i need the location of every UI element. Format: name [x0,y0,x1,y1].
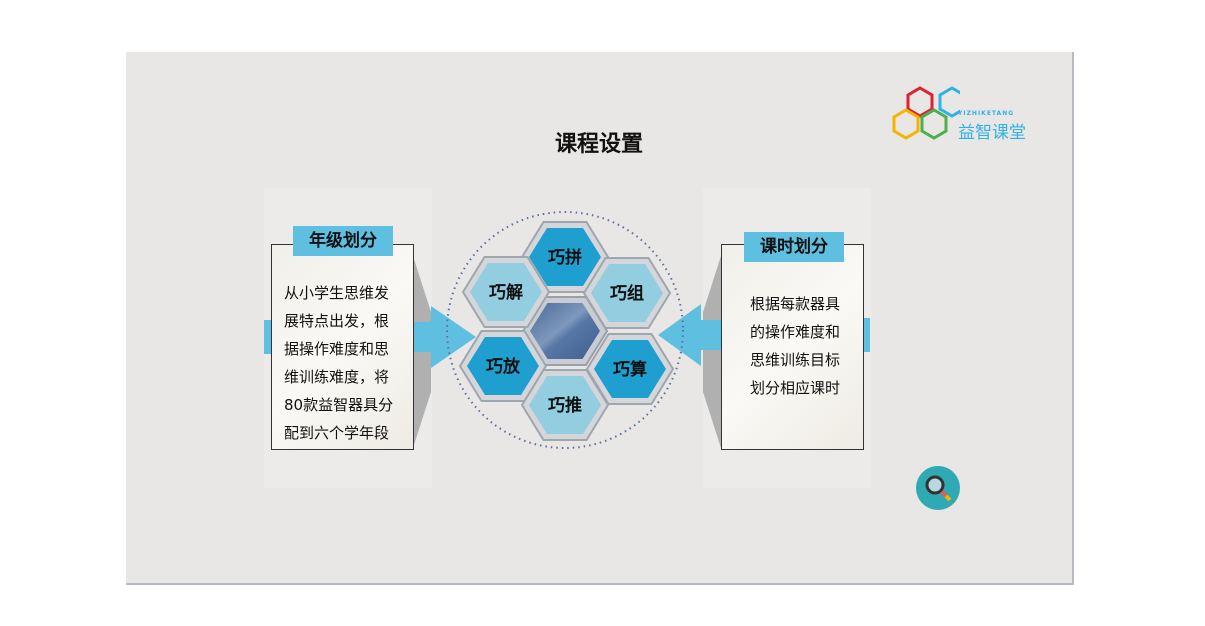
logo: YIZHIKETANG 益智课堂 [890,84,1030,144]
center-hex [530,303,600,359]
search-button[interactable] [916,466,960,510]
right-line: 的操作难度和 [750,323,841,341]
hex-label: 巧推 [548,395,582,416]
hex-tile [529,228,601,286]
right-arrow-icon [413,306,476,368]
logo-name: 益智课堂 [958,123,1026,143]
magnifier-icon [925,475,952,502]
left-line: 从小学生思维发 [284,284,390,302]
hex-tile [470,263,542,321]
right-tag: 课时划分 [744,232,844,262]
hex-tile [467,337,539,395]
left-arrow-icon [658,304,721,366]
hex-tile [529,376,601,434]
left-line: 配到六个学年段 [284,424,390,442]
right-card-shadow [703,256,721,448]
hex-label: 巧解 [489,282,523,303]
right-line: 根据每款器具 [750,295,841,313]
right-line: 划分相应课时 [750,379,841,397]
hex-label: 巧算 [613,359,647,380]
hex-tile [591,264,663,322]
left-line: 维训练难度，将 [284,368,390,386]
right-card: 根据每款器具 的操作难度和 思维训练目标 划分相应课时 [721,244,864,450]
dotted-circle [446,211,684,449]
hex-label: 巧拼 [548,247,582,268]
logo-pinyin: YIZHIKETANG [958,110,1015,117]
page-title: 课程设置 [554,132,643,157]
left-line: 展特点出发，根 [284,312,390,330]
slide: 课程设置 YIZHIKETANG 益智课堂 巧拼巧解 巧组巧放 巧算巧推 从小学生思… [126,52,1074,585]
right-line: 思维训练目标 [750,351,841,369]
left-tag: 年级划分 [293,226,393,256]
left-line: 据操作难度和思 [284,340,390,358]
hex-tile [594,340,666,398]
left-card: 从小学生思维发 展特点出发，根 据操作难度和思 维训练难度，将 80款益智器具分… [271,244,414,450]
hex-label: 巧组 [610,283,644,304]
left-line: 80款益智器具分 [284,396,394,414]
hex-label: 巧放 [486,356,521,377]
